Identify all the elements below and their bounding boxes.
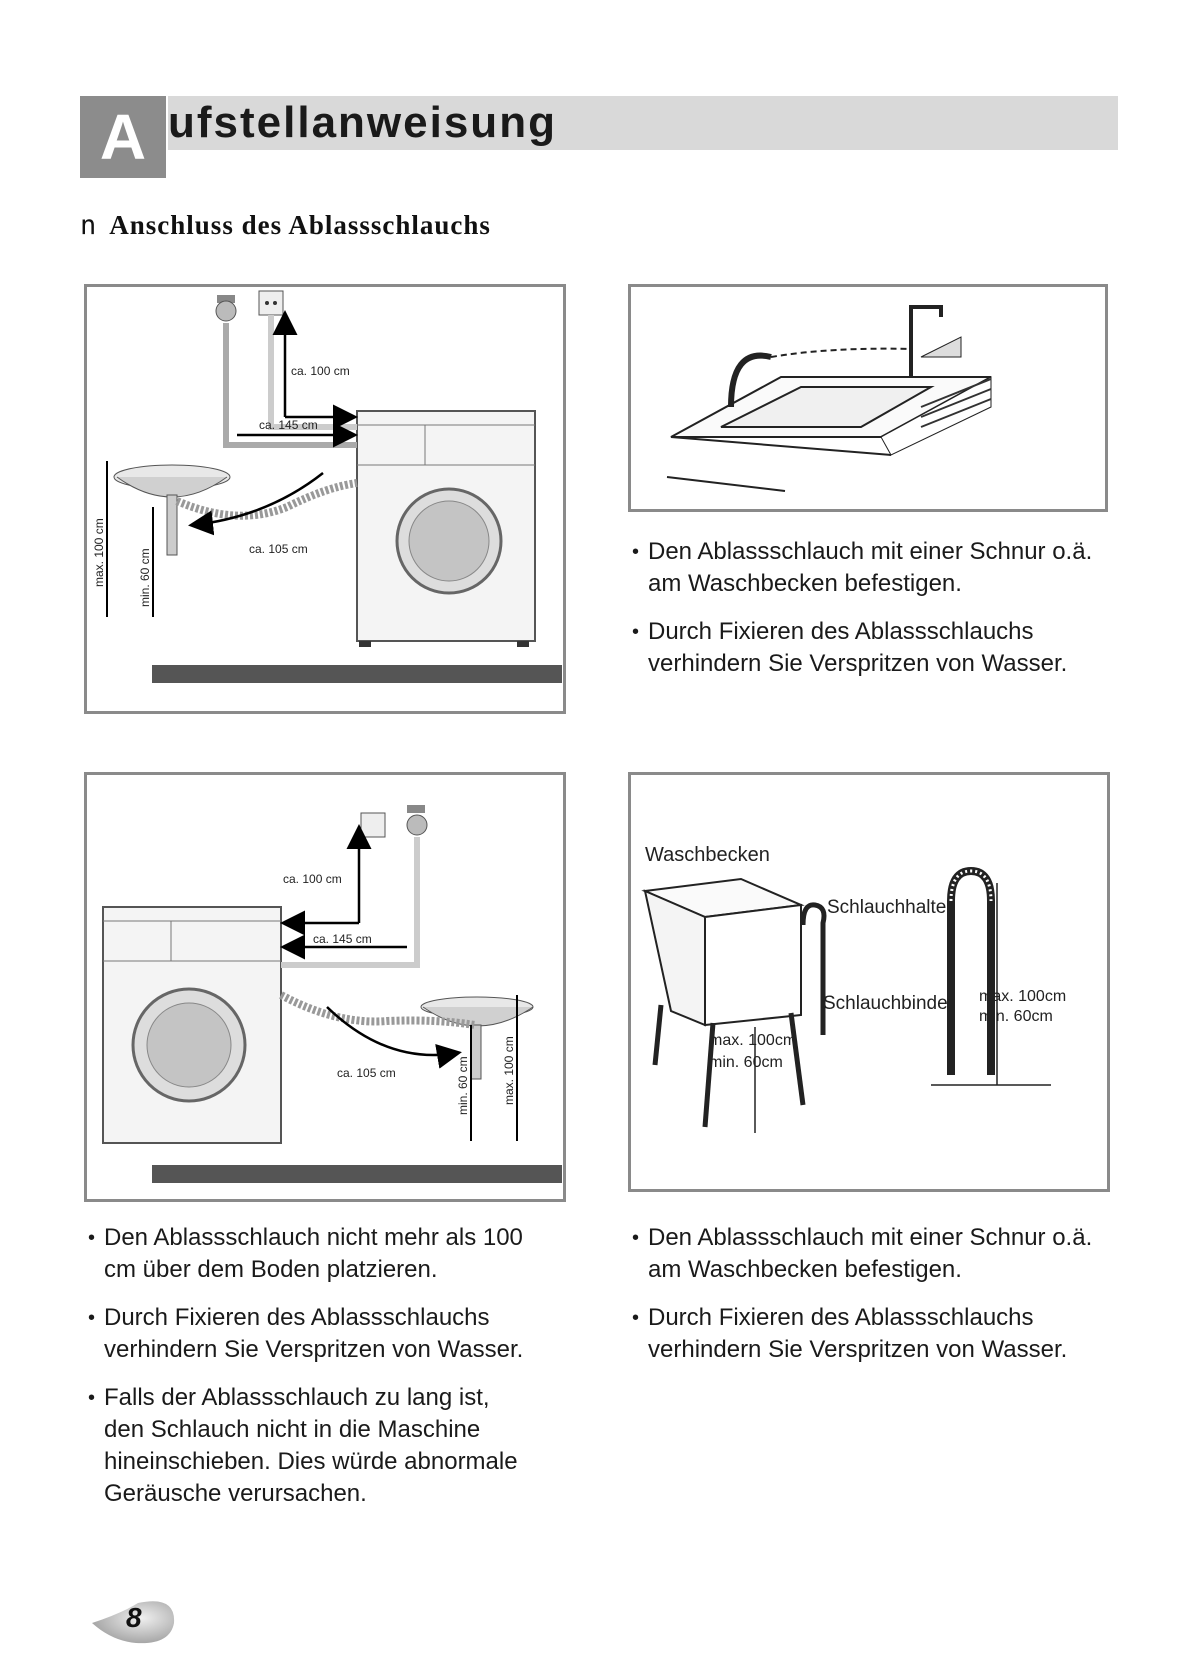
- tub-leg: [702, 1022, 716, 1128]
- label-max-right: max. 100cm: [979, 988, 1066, 1005]
- list-item: Durch Fixieren des Ablassschlauchsverhin…: [632, 616, 1112, 680]
- cord: [770, 347, 912, 358]
- instructions-bottom-left: Den Ablassschlauch nicht mehr als 100cm …: [88, 1222, 568, 1526]
- label-min-60: min. 60 cm: [138, 548, 152, 607]
- supply-hose: [281, 837, 420, 968]
- label-ca-105: ca. 105 cm: [249, 542, 308, 556]
- supply-hose: [223, 323, 357, 448]
- label-min-60: min. 60 cm: [456, 1056, 470, 1115]
- label-schlauchbinder: Schlauchbinder: [823, 993, 955, 1014]
- list-item: Den Ablassschlauch nicht mehr als 100cm …: [88, 1222, 568, 1286]
- page-title: ufstellanweisung: [168, 98, 557, 147]
- label-max-100: max. 100 cm: [92, 518, 106, 587]
- socket-icon: [360, 812, 386, 838]
- list-item: Durch Fixieren des Ablassschlauchsverhin…: [88, 1302, 568, 1366]
- figure-waschbecken: Waschbecken Schlauchhalter Schlauchbinde…: [628, 772, 1110, 1192]
- label-ca-145: ca. 145 cm: [313, 932, 372, 946]
- label-min-left: min. 60cm: [709, 1054, 783, 1071]
- section-title-text: Anschluss des Ablassschlauchs: [109, 210, 491, 240]
- tub-leg: [788, 1012, 806, 1106]
- socket-icon: [258, 290, 284, 316]
- figure-drain-sink-right-drawing: ca. 100 cm ca. 145 cm ca. 105 cm min. 60…: [102, 805, 562, 1183]
- drain-hose: [279, 991, 476, 1029]
- list-item: Durch Fixieren des Ablassschlauchsverhin…: [632, 1302, 1112, 1366]
- instructions-top-right: Den Ablassschlauch mit einer Schnur o.ä.…: [632, 536, 1112, 696]
- list-item: Den Ablassschlauch mit einer Schnur o.ä.…: [632, 1222, 1112, 1286]
- tap-icon: [909, 305, 943, 377]
- figure-drain-sink-left-drawing: ca. 100 cm ca. 145 cm ca. 105 cm max. 10…: [92, 290, 562, 683]
- drain-hose: [800, 902, 827, 1035]
- label-ca-105: ca. 105 cm: [337, 1066, 396, 1080]
- label-max-100: max. 100 cm: [502, 1036, 516, 1105]
- list-item: Falls der Ablassschlauch zu lang ist,den…: [88, 1382, 568, 1510]
- page-number: 8: [126, 1602, 142, 1633]
- tap-icon: [217, 295, 235, 303]
- header-initial: A: [80, 96, 166, 178]
- tap-icon: [407, 805, 425, 813]
- figure-sink-tap-drawing: [666, 305, 992, 492]
- floor: [152, 1165, 562, 1183]
- instructions-bottom-right: Den Ablassschlauch mit einer Schnur o.ä.…: [632, 1222, 1112, 1382]
- label-ca-100: ca. 100 cm: [291, 364, 350, 378]
- label-min-right: min. 60cm: [979, 1008, 1053, 1025]
- figure-sink-tap: [628, 284, 1108, 512]
- figure-waschbecken-drawing: Waschbecken Schlauchhalter Schlauchbinde…: [641, 844, 1066, 1133]
- label-schlauchhalter: Schlauchhalter: [827, 897, 953, 918]
- list-item: Den Ablassschlauch mit einer Schnur o.ä.…: [632, 536, 1112, 600]
- label-ca-145: ca. 145 cm: [259, 418, 318, 432]
- drain-hose: [175, 479, 358, 520]
- floor: [152, 665, 562, 683]
- drain-hose: [728, 352, 772, 408]
- page-number-badge: [92, 1601, 175, 1644]
- figure-drain-sink-right: ca. 100 cm ca. 145 cm ca. 105 cm min. 60…: [84, 772, 566, 1202]
- section-bullet: n: [80, 210, 98, 241]
- label-ca-100: ca. 100 cm: [283, 872, 342, 886]
- hose-holder-detail: [947, 866, 995, 1075]
- label-waschbecken: Waschbecken: [645, 844, 770, 866]
- header-bar: [168, 96, 1118, 150]
- tub-leg: [652, 1004, 664, 1066]
- section-title: n Anschluss des Ablassschlauchs: [80, 210, 491, 241]
- figure-drain-sink-left: ca. 100 cm ca. 145 cm ca. 105 cm max. 10…: [84, 284, 566, 714]
- label-max-left: max. 100cm: [709, 1032, 796, 1049]
